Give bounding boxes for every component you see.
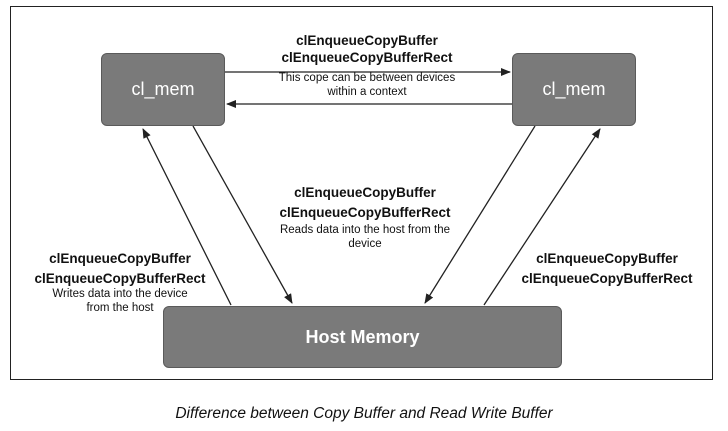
top-note-2: within a context <box>327 86 407 98</box>
arrow-host-to-right-mem <box>483 128 601 306</box>
left-note-1: Writes data into the device <box>52 288 188 300</box>
figure-caption: Difference between Copy Buffer and Read … <box>175 405 553 422</box>
cl-mem-right-box: cl_mem <box>512 53 636 126</box>
left-note-2: from the host <box>86 302 154 314</box>
top-func-2: clEnqueueCopyBufferRect <box>281 50 453 65</box>
arrow-right-mem-to-host <box>424 125 536 304</box>
diagram-frame <box>10 6 713 380</box>
top-func-1: clEnqueueCopyBuffer <box>296 33 438 48</box>
left-func-1: clEnqueueCopyBuffer <box>49 251 191 266</box>
cl-mem-left-label: cl_mem <box>131 79 195 99</box>
center-note-2: device <box>348 238 382 250</box>
center-read-label: clEnqueueCopyBuffer clEnqueueCopyBufferR… <box>245 184 485 251</box>
cl-mem-right-label: cl_mem <box>542 79 606 99</box>
right-copy-label: clEnqueueCopyBuffer clEnqueueCopyBufferR… <box>507 250 707 287</box>
right-func-2: clEnqueueCopyBufferRect <box>521 271 693 286</box>
top-note-1: This cope can be between devices <box>278 72 456 84</box>
left-write-label: clEnqueueCopyBuffer clEnqueueCopyBufferR… <box>20 250 220 315</box>
arrow-left-mem-to-host <box>192 125 293 304</box>
right-func-1: clEnqueueCopyBuffer <box>536 251 678 266</box>
top-copy-label: clEnqueueCopyBuffer clEnqueueCopyBufferR… <box>252 32 482 99</box>
center-func-1: clEnqueueCopyBuffer <box>294 185 436 200</box>
left-func-2: clEnqueueCopyBufferRect <box>34 271 206 286</box>
host-memory-box: Host Memory <box>163 306 562 368</box>
center-func-2: clEnqueueCopyBufferRect <box>279 205 451 220</box>
host-memory-label: Host Memory <box>305 326 420 347</box>
arrow-host-to-left-mem <box>142 128 232 306</box>
cl-mem-left-box: cl_mem <box>101 53 225 126</box>
center-note-1: Reads data into the host from the <box>279 224 451 236</box>
